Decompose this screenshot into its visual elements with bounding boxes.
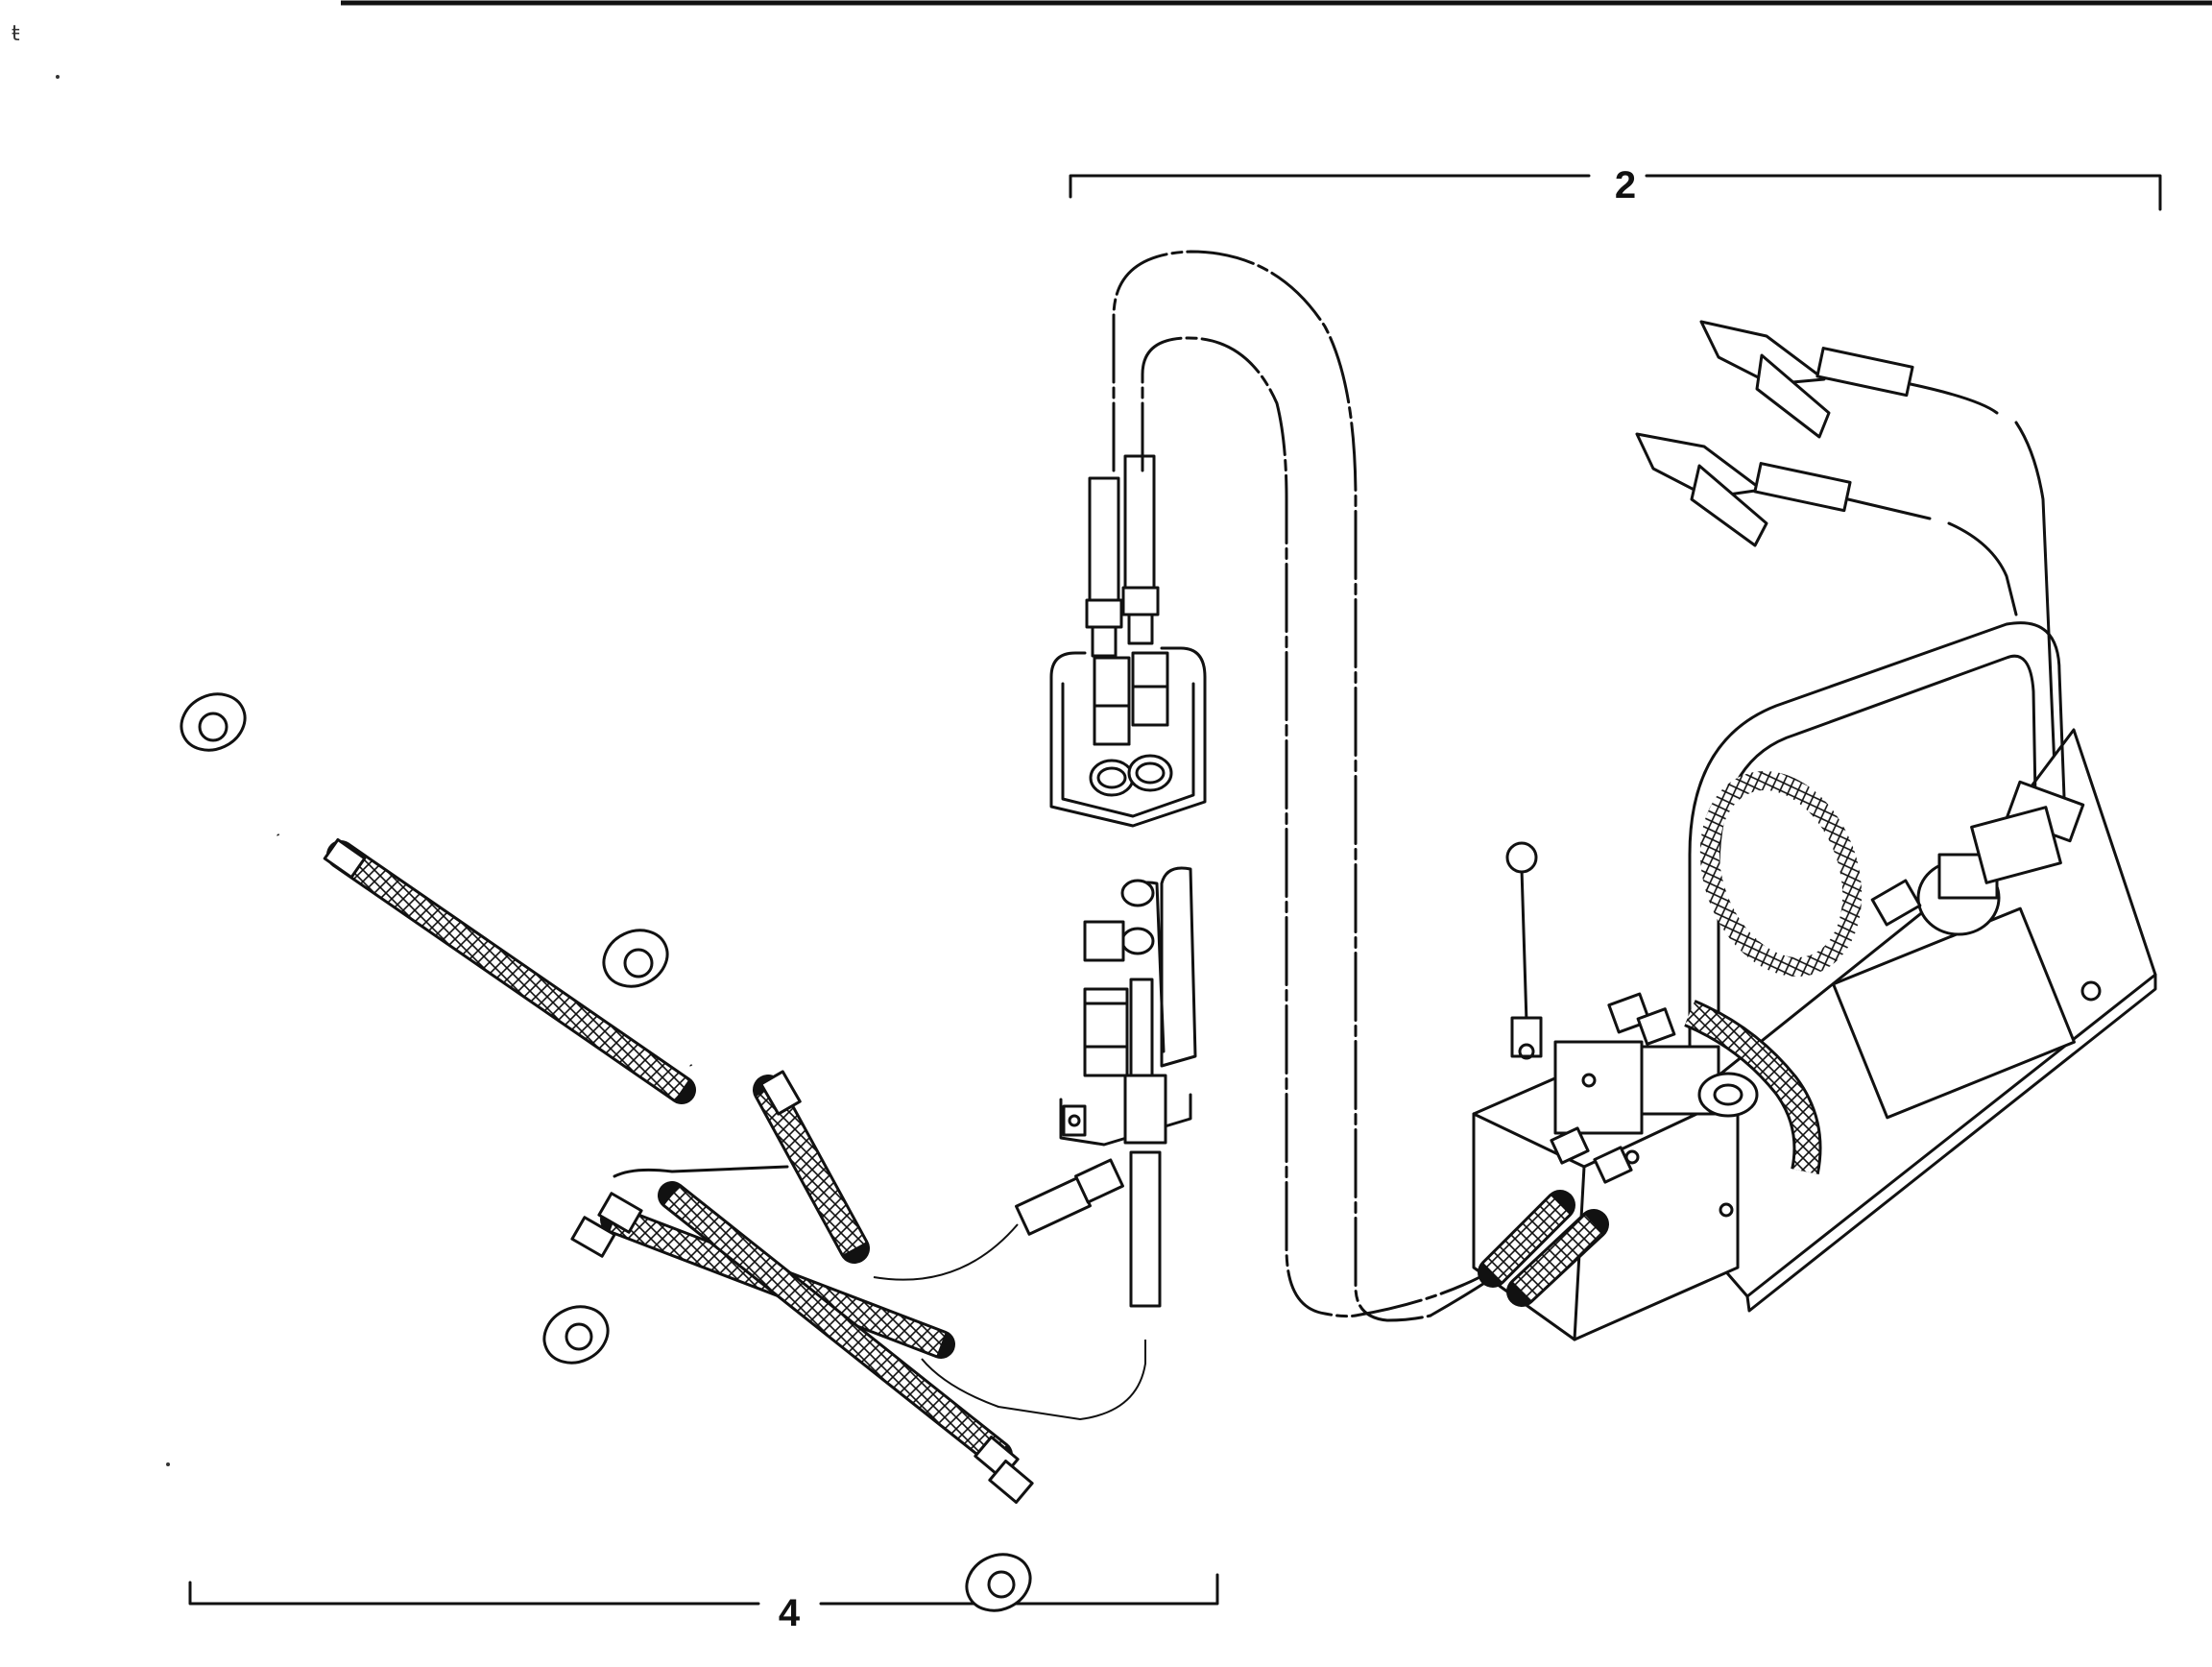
hydraulic-cylinder-left	[180, 692, 610, 1365]
lower-coupler-assembly	[1015, 866, 1197, 1308]
hydraulic-cylinder-right	[602, 929, 1032, 1612]
hydraulic-cylinder-icon	[180, 692, 247, 752]
braided-hose-icon	[1088, 476, 1120, 605]
pump-unit	[1472, 621, 2157, 1341]
hydraulic-cylinder-icon	[602, 929, 669, 988]
cylinder-hoses	[323, 837, 1034, 1505]
battery-clamp-upper	[1699, 320, 2056, 770]
upper-coupler-assembly	[1049, 454, 1207, 828]
callout-label-2: 2	[1615, 164, 1636, 206]
braided-hose-icon	[1123, 454, 1156, 592]
control-lever-icon	[1520, 867, 1528, 1025]
callout-label-4: 4	[779, 1592, 801, 1634]
quick-coupler-icon	[1083, 920, 1125, 962]
center-hose-loop	[1112, 250, 1543, 1322]
quick-coupler-icon	[1093, 656, 1131, 746]
battery-clamp-icon	[1699, 320, 1826, 386]
battery-clamp-lower	[1635, 432, 2018, 616]
braided-hose-icon	[1129, 1150, 1162, 1308]
callout-bracket-2: 2	[1069, 164, 2162, 211]
callout-bracket-4: 4	[188, 1573, 1219, 1634]
svg-text:ŧ: ŧ	[12, 22, 20, 46]
quick-coupler-icon	[1131, 651, 1169, 727]
